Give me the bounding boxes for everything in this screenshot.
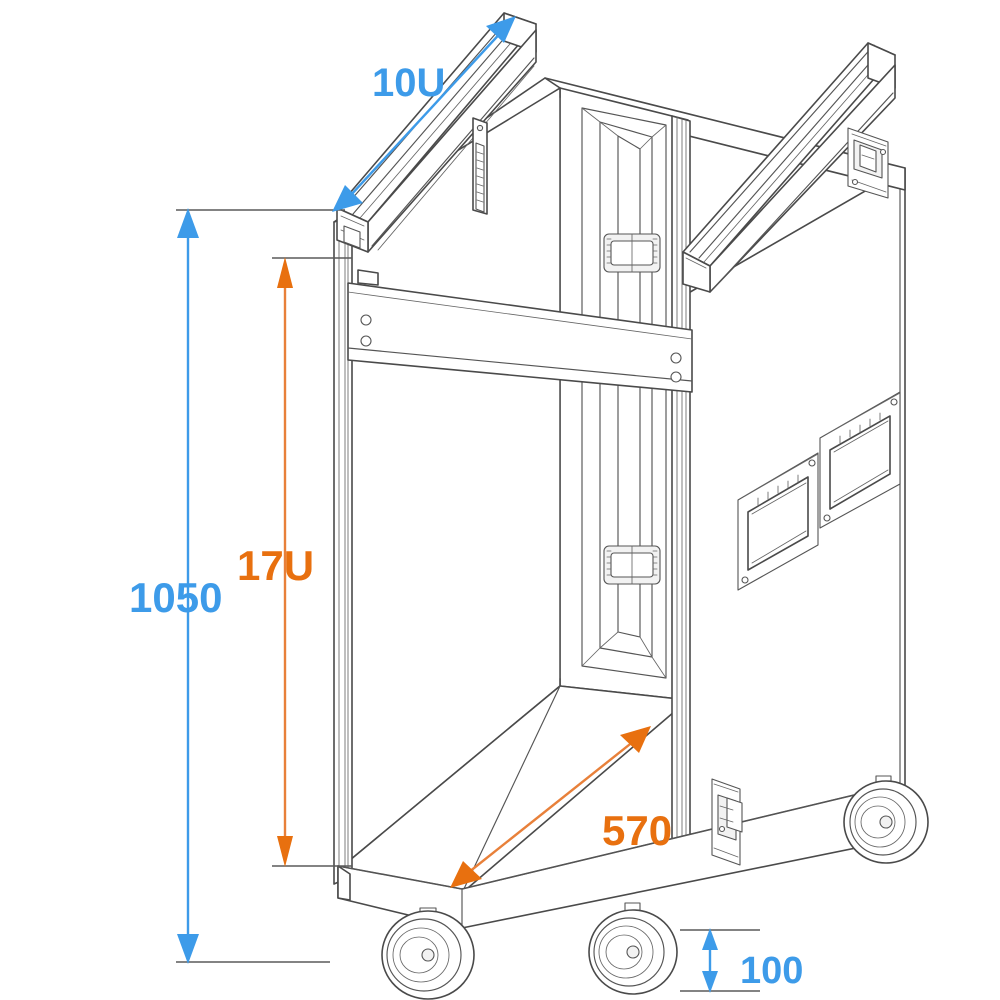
butterfly-latch[interactable]: [603, 233, 661, 273]
front-cross-brace: [347, 269, 693, 393]
butterfly-latch[interactable]: [603, 545, 661, 585]
extension-lines: [176, 209, 760, 992]
dimension-label-17u: 17U: [237, 542, 314, 589]
side-handle[interactable]: [737, 452, 819, 591]
dimension-10u: [332, 16, 516, 212]
castor-group: [381, 775, 929, 1000]
arrow-head-down: [177, 934, 199, 964]
swivel-castor: [381, 907, 475, 1000]
arrow-head-down: [277, 836, 293, 867]
dimension-label-100: 100: [740, 950, 803, 992]
back-wall-recess-profiles: [581, 107, 667, 679]
arrow-head-up: [277, 257, 293, 288]
side-handle[interactable]: [819, 391, 901, 529]
arrow-head-lower-left: [450, 861, 482, 888]
arrow-head-upper-right: [620, 726, 651, 753]
lid-hinge[interactable]: [711, 778, 743, 866]
swivel-castor: [588, 902, 678, 995]
arrow-head-upper-right: [486, 16, 516, 43]
front-right-vertical-rail: [671, 115, 691, 871]
case-base-plinth: [337, 783, 906, 929]
dimension-label-10u: 10U: [372, 61, 445, 105]
swivel-castor: [843, 775, 929, 864]
dimension-570: [450, 726, 651, 888]
arrow-head-up: [177, 208, 199, 238]
dimension-label-1050: 1050: [129, 574, 222, 621]
dimension-17u: [277, 257, 293, 867]
arrow-head-down: [702, 971, 718, 993]
arrow-head-up: [702, 928, 718, 950]
right-angled-lid: [682, 42, 896, 293]
interior-back-wall: [559, 87, 689, 701]
dimension-label-570: 570: [602, 807, 672, 854]
arrow-head-lower-left: [332, 185, 363, 212]
lid-hinge[interactable]: [847, 127, 889, 199]
dimension-100: [702, 928, 718, 993]
perforated-rack-rail: [472, 117, 488, 215]
dimension-1050: [177, 208, 199, 964]
